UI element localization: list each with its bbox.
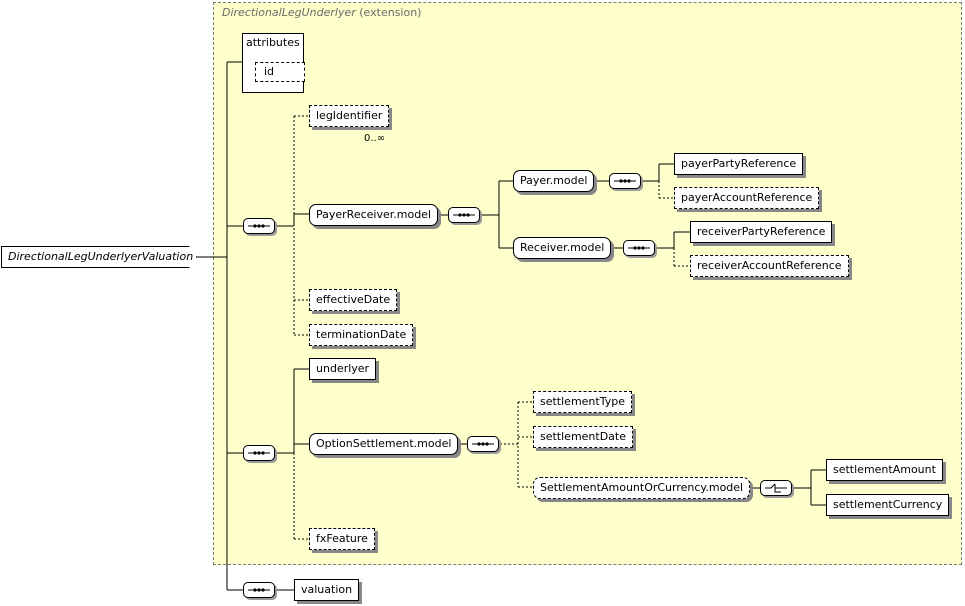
sequence-icon: [243, 218, 275, 234]
receiver-model[interactable]: Receiver.model: [513, 237, 612, 259]
sequence-icon: [623, 240, 655, 256]
choice-icon-glyph: [765, 483, 787, 493]
sequence-icon: [448, 207, 480, 223]
payer-receiver-model[interactable]: PayerReceiver.model: [309, 204, 439, 226]
termination-date-element[interactable]: terminationDate: [309, 324, 414, 346]
settlement-type-element[interactable]: settlementType: [533, 391, 632, 413]
sequence-icon-glyph: [472, 442, 494, 446]
sequence-icon: [609, 173, 641, 189]
sequence-icon-glyph: [453, 213, 475, 217]
sequence-icon-glyph: [614, 179, 636, 183]
leg-identifier-element[interactable]: legIdentifier: [309, 105, 390, 127]
sequence-icon: [243, 582, 275, 598]
attribute-id[interactable]: id: [255, 62, 305, 82]
attributes-title: attributes: [246, 36, 300, 49]
valuation-element[interactable]: valuation: [294, 579, 360, 601]
sequence-icon: [467, 436, 499, 452]
settlement-amount-or-currency-model[interactable]: SettlementAmountOrCurrency.model: [533, 477, 751, 499]
effective-date-element[interactable]: effectiveDate: [309, 289, 398, 311]
extension-title: DirectionalLegUnderlyer (extension): [222, 6, 421, 19]
settlement-amount-element[interactable]: settlementAmount: [826, 459, 943, 481]
sequence-icon: [243, 445, 275, 461]
payer-model[interactable]: Payer.model: [513, 170, 595, 192]
extension-suffix: (extension): [359, 6, 422, 19]
sequence-icon-glyph: [628, 246, 650, 250]
underlyer-element[interactable]: underlyer: [309, 358, 377, 380]
payer-party-reference-element[interactable]: payerPartyReference: [674, 153, 804, 175]
sequence-icon-glyph: [248, 588, 270, 592]
settlement-date-element[interactable]: settlementDate: [533, 426, 634, 448]
root-element[interactable]: DirectionalLegUnderlyerValuation: [1, 246, 197, 268]
option-settlement-model[interactable]: OptionSettlement.model: [309, 433, 459, 455]
receiver-account-reference-element[interactable]: receiverAccountReference: [690, 255, 849, 277]
sequence-icon-glyph: [248, 224, 270, 228]
payer-account-reference-element[interactable]: payerAccountReference: [674, 187, 820, 209]
leg-identifier-occurrence: 0..∞: [364, 133, 386, 144]
choice-icon: [760, 480, 792, 496]
fx-feature-element[interactable]: fxFeature: [309, 528, 375, 550]
extension-type-name: DirectionalLegUnderlyer: [222, 6, 356, 19]
receiver-party-reference-element[interactable]: receiverPartyReference: [690, 221, 833, 243]
sequence-icon-glyph: [248, 451, 270, 455]
settlement-currency-element[interactable]: settlementCurrency: [826, 494, 950, 516]
